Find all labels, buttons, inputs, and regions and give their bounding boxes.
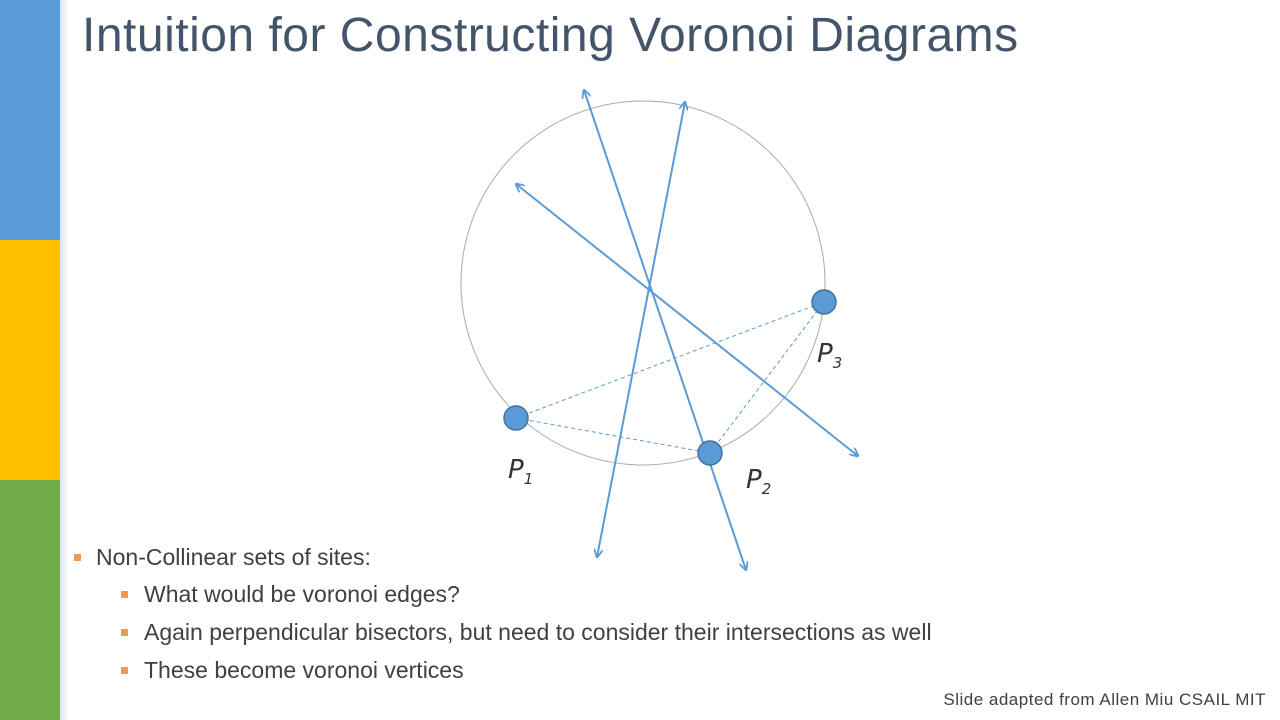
dashed-edge-p2-p3 [709, 301, 825, 454]
bullet-marker [74, 554, 81, 561]
accent-segment-blue [0, 0, 60, 240]
bullet-marker [121, 667, 128, 674]
label-p1: P1 [508, 455, 533, 488]
bullet-text: Again perpendicular bisectors, but need … [144, 619, 932, 645]
accent-segment-green [0, 480, 60, 720]
left-accent-bar [0, 0, 60, 720]
label-p3: P3 [817, 339, 842, 372]
site-p3 [811, 289, 837, 315]
dashed-edge-p1-p2 [515, 417, 711, 454]
bullet-text: Non-Collinear sets of sites: [96, 544, 371, 570]
bullet-marker [121, 629, 128, 636]
bisector-p1-p3 [516, 184, 858, 456]
site-p2 [697, 440, 723, 466]
accent-segment-yellow [0, 240, 60, 480]
slide-title: Intuition for Constructing Voronoi Diagr… [82, 9, 1019, 62]
bullet-marker [121, 591, 128, 598]
slide-credit: Slide adapted from Allen Miu CSAIL MIT [943, 690, 1266, 709]
accent-bar-shadow [60, 0, 70, 720]
label-p2: P2 [746, 465, 771, 498]
bisector-p2-p3 [597, 102, 685, 557]
dashed-edge-p1-p3 [515, 301, 825, 419]
bullet-text: These become voronoi vertices [144, 657, 464, 683]
site-p1 [503, 405, 529, 431]
bullet-text: What would be voronoi edges? [144, 581, 460, 607]
